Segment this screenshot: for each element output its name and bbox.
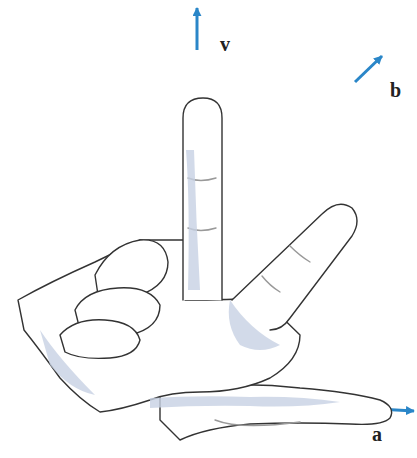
- vector-label: a: [372, 424, 382, 444]
- vector-label: v: [220, 34, 230, 54]
- hand-shading: [40, 150, 340, 408]
- vector-label: b: [390, 80, 401, 100]
- hand-drawing: [18, 98, 392, 440]
- vector-arrow: [196, 8, 199, 50]
- vector-arrow: [355, 56, 382, 82]
